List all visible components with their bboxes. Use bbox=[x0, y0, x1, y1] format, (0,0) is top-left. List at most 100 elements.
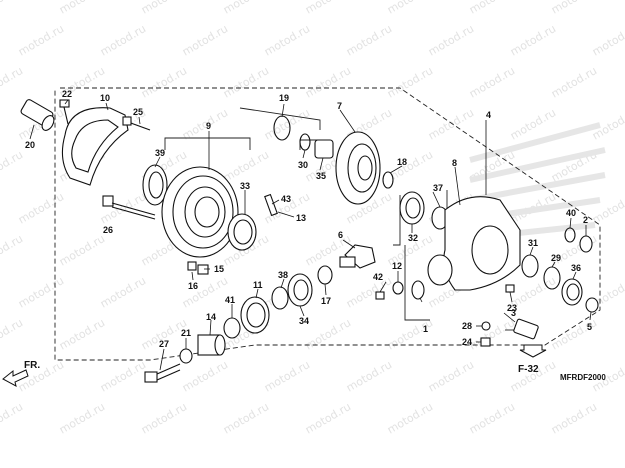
part-cover bbox=[61, 107, 129, 186]
part-bearing-32 bbox=[399, 191, 425, 225]
part-bolt-long bbox=[102, 195, 156, 220]
part-bolt-15 bbox=[187, 261, 209, 275]
watermark-text: motod.ru bbox=[262, 358, 312, 394]
watermark-text: motod.ru bbox=[303, 64, 353, 100]
callout-40: 40 bbox=[566, 208, 576, 218]
part-bearing-36 bbox=[561, 278, 583, 306]
watermark-text: motod.ru bbox=[0, 232, 25, 268]
watermark-text: motod.ru bbox=[344, 22, 394, 58]
callout-35: 35 bbox=[316, 171, 326, 181]
watermark-text: motod.ru bbox=[98, 274, 148, 310]
watermark-text: motod.ru bbox=[57, 232, 107, 268]
watermark-text: motod.ru bbox=[221, 148, 271, 184]
part-washer-17 bbox=[317, 265, 333, 285]
part-23 bbox=[513, 318, 539, 340]
watermark-text: motod.ru bbox=[385, 316, 435, 352]
watermark-text: motod.ru bbox=[0, 400, 25, 436]
leader-lines bbox=[29, 99, 592, 371]
callout-6: 6 bbox=[338, 230, 343, 240]
parts-layer bbox=[20, 99, 599, 383]
watermark-text: motod.ru bbox=[467, 64, 517, 100]
part-bearing-35 bbox=[314, 139, 334, 159]
part-gear-case bbox=[443, 196, 521, 291]
callout-20: 20 bbox=[25, 140, 35, 150]
part-pin bbox=[264, 193, 278, 217]
callout-12: 12 bbox=[392, 261, 402, 271]
part-bearing-holder bbox=[161, 166, 239, 258]
callout-43: 43 bbox=[281, 194, 291, 204]
reference-label: F-32 bbox=[518, 364, 539, 375]
callout-36: 36 bbox=[571, 263, 581, 273]
part-pivot bbox=[411, 254, 453, 300]
callout-11: 11 bbox=[253, 280, 263, 290]
part-28 bbox=[481, 321, 491, 331]
watermark-text: motod.ru bbox=[590, 190, 625, 226]
part-ring-38 bbox=[271, 286, 289, 310]
watermark-text: motod.ru bbox=[426, 106, 476, 142]
part-washer-2 bbox=[579, 235, 593, 253]
callout-2: 2 bbox=[583, 215, 588, 225]
callout-14: 14 bbox=[206, 312, 216, 322]
callout-41: 41 bbox=[225, 295, 235, 305]
watermark-text: motod.ru bbox=[262, 22, 312, 58]
assembly-frame bbox=[54, 87, 601, 361]
part-clip-30 bbox=[299, 133, 311, 151]
part-plug bbox=[20, 99, 55, 131]
callout-42: 42 bbox=[373, 272, 383, 282]
part-ring-gear bbox=[335, 131, 381, 205]
part-plug-5 bbox=[585, 297, 599, 313]
watermark-text: motod.ru bbox=[385, 0, 435, 17]
callout-7: 7 bbox=[337, 101, 342, 111]
part-bearing-34 bbox=[287, 273, 313, 307]
part-oil-seal bbox=[142, 164, 168, 206]
part-ring-18 bbox=[382, 171, 394, 189]
part-24 bbox=[480, 337, 491, 347]
watermark-text: motod.ru bbox=[303, 316, 353, 352]
callout-5: 5 bbox=[587, 322, 592, 332]
part-collar-14 bbox=[197, 334, 226, 356]
callout-16: 16 bbox=[188, 281, 198, 291]
callout-34: 34 bbox=[299, 316, 309, 326]
watermark-text: motod.ru bbox=[139, 0, 189, 17]
watermark-text: motod.ru bbox=[0, 148, 25, 184]
callout-32: 32 bbox=[408, 233, 418, 243]
watermark-text: motod.ru bbox=[0, 64, 25, 100]
part-12 bbox=[392, 281, 404, 295]
watermark-text: motod.ru bbox=[303, 400, 353, 436]
watermark-text: motod.ru bbox=[221, 0, 271, 17]
watermark-text: motod.ru bbox=[221, 64, 271, 100]
callout-31: 31 bbox=[528, 238, 538, 248]
watermark-text: motod.ru bbox=[344, 358, 394, 394]
watermark-text: motod.ru bbox=[57, 316, 107, 352]
callout-25: 25 bbox=[133, 107, 143, 117]
watermark-text: motod.ru bbox=[221, 400, 271, 436]
part-bearing-11 bbox=[240, 296, 270, 334]
watermark-text: motod.ru bbox=[549, 0, 599, 17]
reference-arrow: F-32 bbox=[518, 344, 547, 375]
watermark-text: motod.ru bbox=[180, 358, 230, 394]
watermark-text: motod.ru bbox=[16, 190, 66, 226]
callouts: 1 2 3 4 5 6 7 8 9 10 11 12 13 14 15 16 1… bbox=[25, 89, 592, 349]
watermark-text: motod.ru bbox=[57, 400, 107, 436]
watermark-text: motod.ru bbox=[549, 400, 599, 436]
part-bolt-42 bbox=[375, 291, 385, 300]
watermark-text: motod.ru bbox=[467, 400, 517, 436]
watermark-text: motod.ru bbox=[139, 400, 189, 436]
callout-21: 21 bbox=[181, 328, 191, 338]
watermark-text: motod.ru bbox=[0, 0, 25, 17]
callout-19: 19 bbox=[279, 93, 289, 103]
callout-33: 33 bbox=[240, 181, 250, 191]
watermark-text: motod.ru bbox=[344, 274, 394, 310]
part-bearing-33 bbox=[227, 213, 257, 251]
front-arrow-label: FR. bbox=[24, 360, 40, 371]
part-bolt-27 bbox=[144, 363, 181, 383]
callout-3: 3 bbox=[511, 308, 516, 318]
callout-18: 18 bbox=[397, 157, 407, 167]
callout-30: 30 bbox=[298, 160, 308, 170]
watermark-text: motod.ru bbox=[180, 274, 230, 310]
callout-17: 17 bbox=[321, 296, 331, 306]
watermark-text: motod.ru bbox=[16, 274, 66, 310]
callout-1: 1 bbox=[423, 324, 428, 334]
